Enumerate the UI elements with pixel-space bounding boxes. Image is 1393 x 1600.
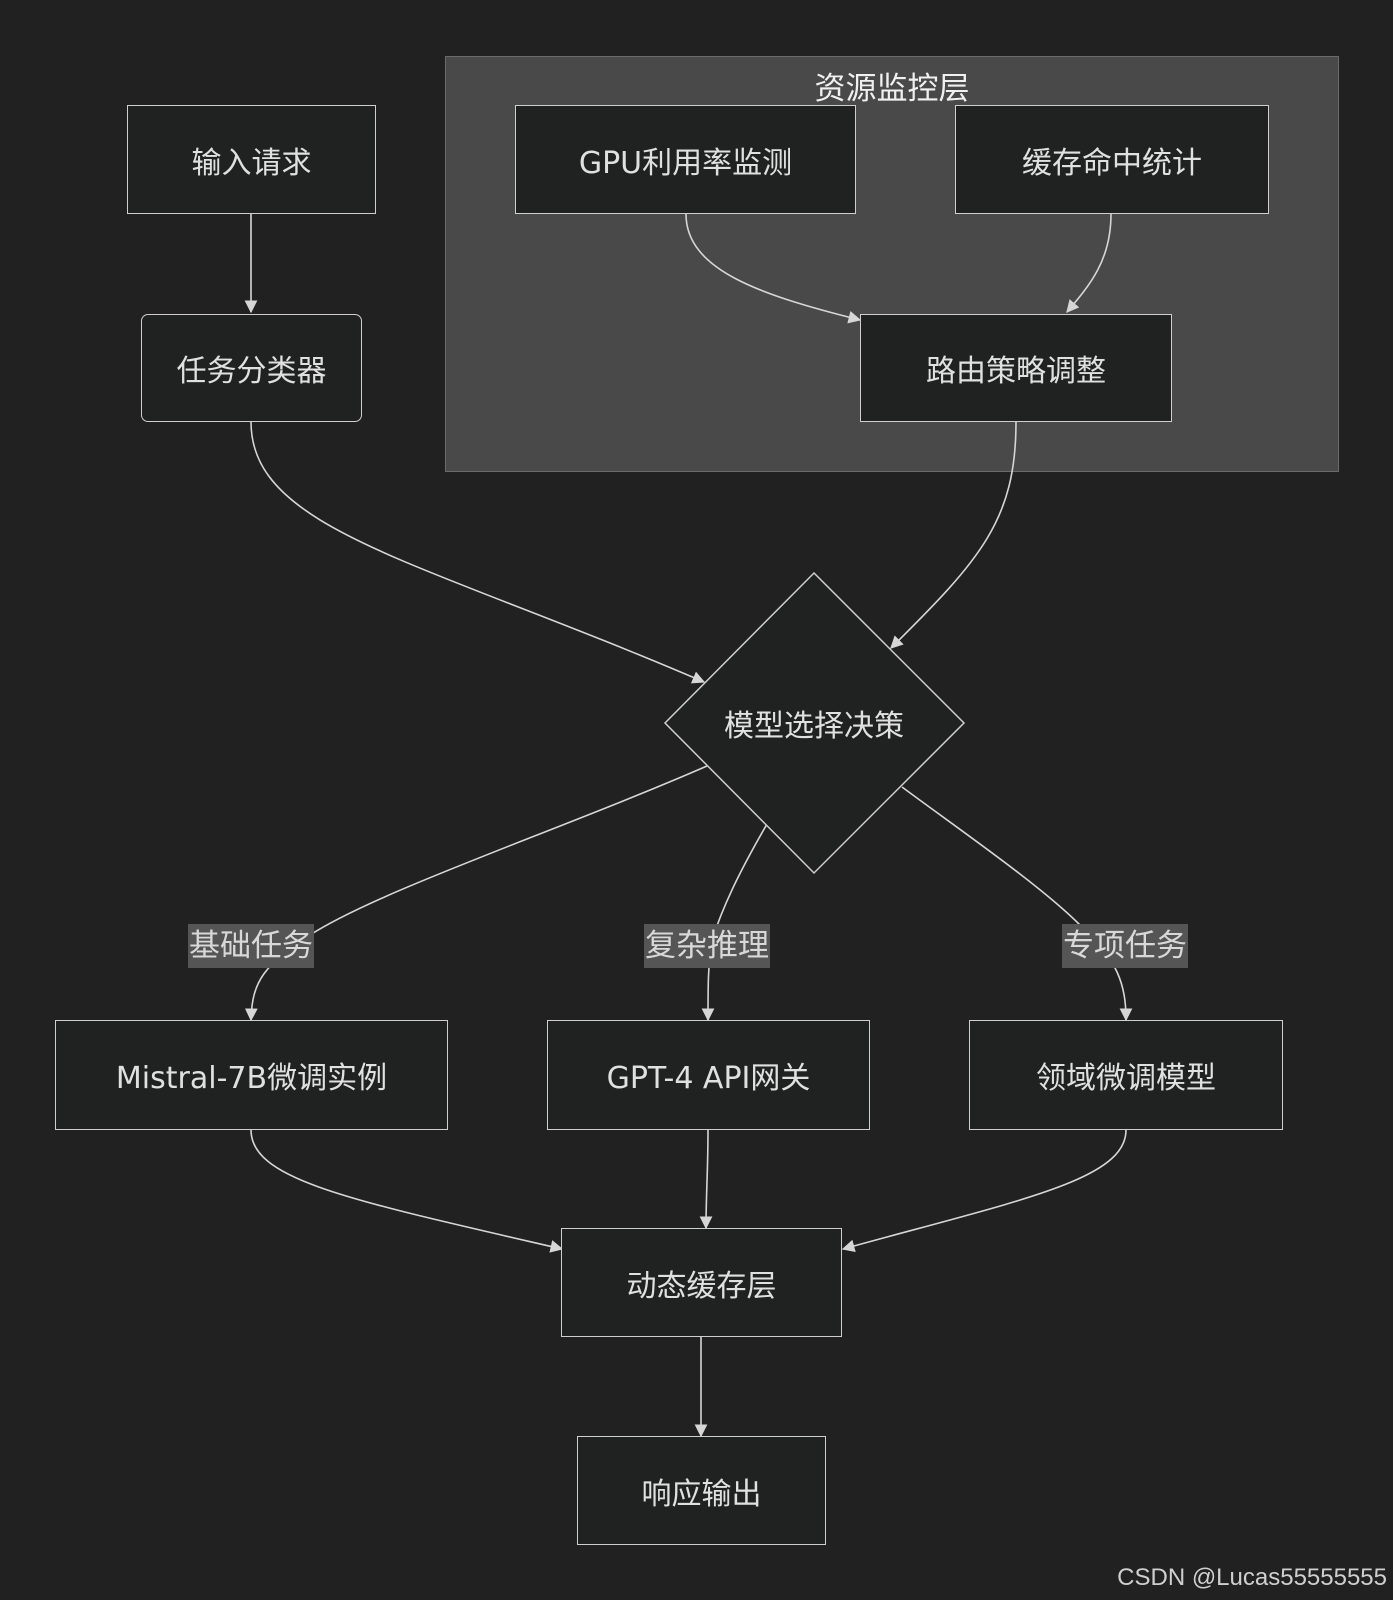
edge-domain-to-cache — [841, 1129, 1127, 1253]
edge-decision-to-domain — [901, 786, 1133, 1022]
model-decision-label: 模型选择决策 — [724, 709, 904, 744]
task-classifier-node: 任务分类器 — [141, 314, 362, 422]
edge-mistral-to-cache — [250, 1129, 564, 1253]
edge-decision-to-mistral — [244, 765, 708, 1022]
edge-gpt4-to-cache — [699, 1129, 713, 1230]
response-output-label: 响应输出 — [641, 1476, 762, 1512]
edge-cache-to-routing — [1066, 213, 1112, 313]
routing-adjust-label: 路由策略调整 — [926, 354, 1106, 389]
edge-label-specialized-task: 专项任务 — [1062, 924, 1188, 968]
cache-stats-node: 缓存命中统计 — [955, 105, 1269, 214]
edge-classifier-to-decision — [250, 421, 706, 684]
cache-stats-label: 缓存命中统计 — [1022, 145, 1202, 181]
mistral-node: Mistral-7B微调实例 — [55, 1020, 448, 1130]
gpu-monitor-node: GPU利用率监测 — [515, 105, 856, 214]
edge-routing-to-decision — [890, 421, 1017, 649]
edge-label-basic-task: 基础任务 — [188, 924, 314, 968]
decision-diamond — [663, 571, 966, 875]
input-request-node: 输入请求 — [127, 105, 376, 214]
subgraph-title: 资源监控层 — [814, 71, 970, 107]
dynamic-cache-node: 动态缓存层 — [561, 1228, 842, 1337]
gpu-monitor-label: GPU利用率监测 — [578, 145, 793, 181]
domain-model-node: 领域微调模型 — [969, 1020, 1283, 1130]
mistral-label: Mistral-7B微调实例 — [115, 1061, 388, 1096]
task-classifier-label: 任务分类器 — [176, 354, 327, 389]
response-output-node: 响应输出 — [577, 1436, 826, 1545]
gpt4-gateway-label: GPT-4 API网关 — [606, 1061, 811, 1096]
dynamic-cache-label: 动态缓存层 — [626, 1268, 777, 1304]
routing-adjust-node: 路由策略调整 — [860, 314, 1172, 422]
domain-model-label: 领域微调模型 — [1036, 1061, 1216, 1096]
edge-label-complex-reasoning: 复杂推理 — [644, 924, 770, 968]
gpt4-gateway-node: GPT-4 API网关 — [547, 1020, 870, 1130]
watermark: CSDN @Lucas55555555 — [1117, 1564, 1387, 1591]
edge-decision-to-gpt4 — [701, 823, 768, 1022]
edge-gpu-to-routing — [685, 213, 862, 324]
input-request-label: 输入请求 — [191, 145, 312, 181]
